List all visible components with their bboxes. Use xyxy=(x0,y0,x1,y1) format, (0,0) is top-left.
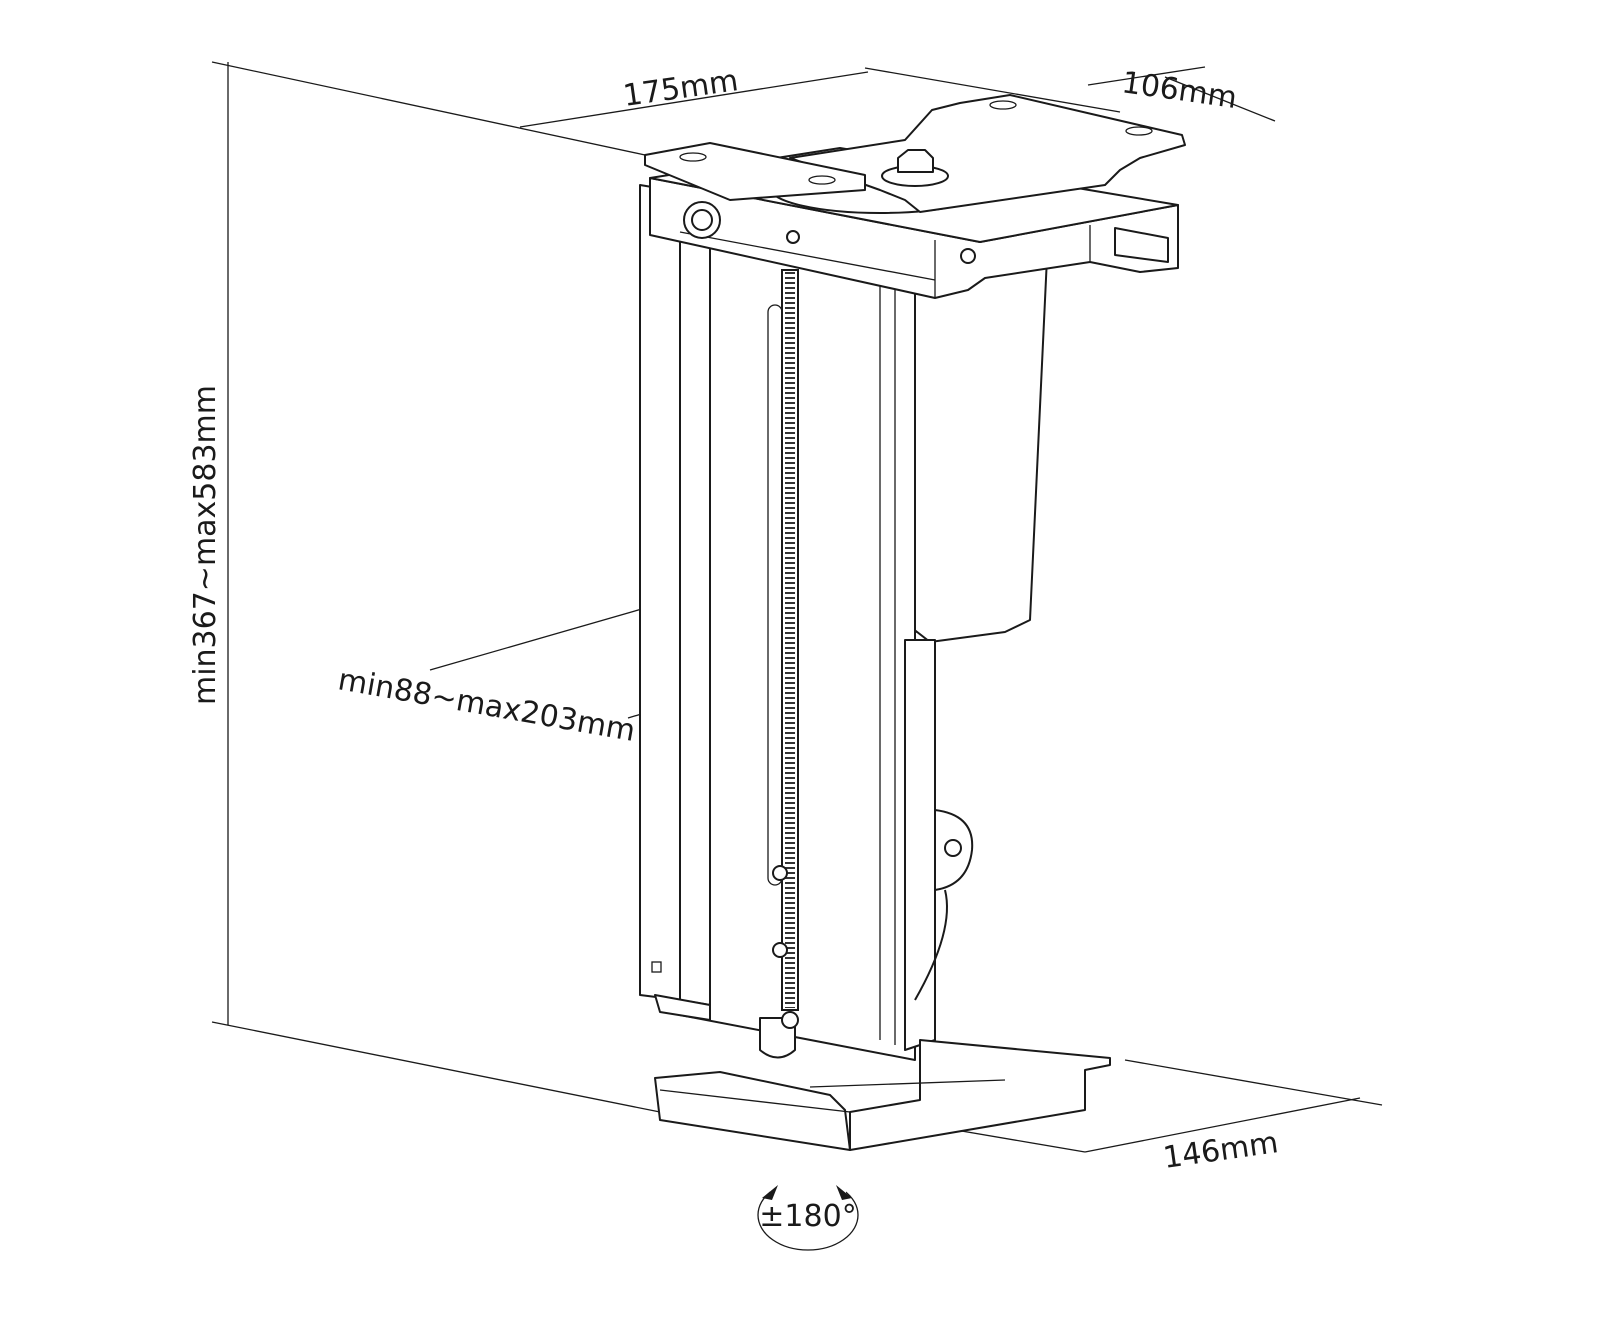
spring xyxy=(781,269,799,1011)
width-range-label: min88~max203mm xyxy=(335,662,637,749)
svg-text:±180°: ±180° xyxy=(759,1199,856,1234)
lower-plate xyxy=(904,639,936,1051)
base-width-label: 146mm xyxy=(1161,1125,1280,1176)
height-range-label: min367~max583mm xyxy=(188,385,223,705)
front-column xyxy=(639,184,681,1001)
rotate-arrow-icon xyxy=(762,1185,852,1200)
depth-label: 175mm xyxy=(621,63,740,114)
mounting-plates xyxy=(644,94,1186,214)
top-width-label: 106mm xyxy=(1120,65,1239,116)
bottom-tray xyxy=(654,1039,1111,1151)
rotation-indicator: ±180° xyxy=(757,1175,859,1251)
hex-bolt xyxy=(897,149,934,173)
